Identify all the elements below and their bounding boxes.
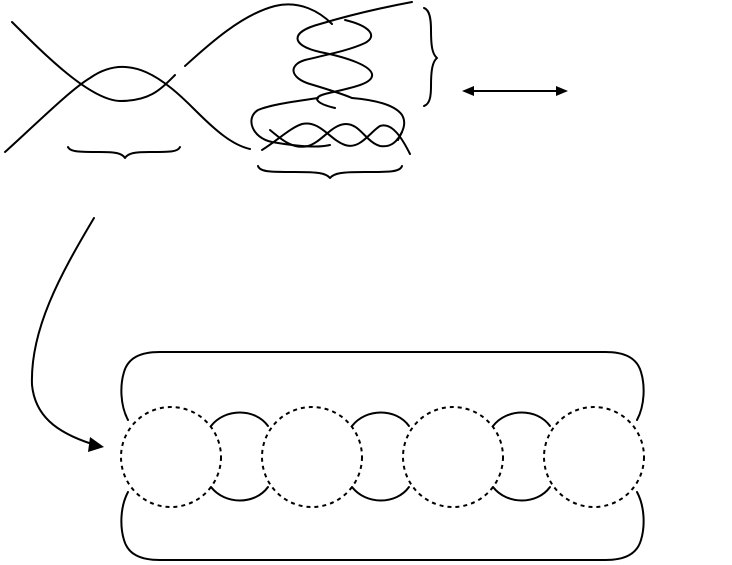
- dashed-circle-1: [120, 406, 222, 508]
- left-strand-ascending: [4, 65, 251, 153]
- twist-outer-loop: [250, 97, 331, 148]
- connector-top-1: [210, 411, 269, 427]
- left-clasp: [4, 3, 333, 159]
- connector-bottom-1: [210, 486, 269, 502]
- twist-region: [250, 1, 438, 179]
- double-headed-arrow: [462, 86, 568, 96]
- connector-top-3: [492, 411, 551, 427]
- dashed-circle-4: [543, 406, 645, 508]
- vertical-twist-strand-b: [292, 19, 372, 99]
- double-arrow-left-head: [462, 86, 474, 96]
- connector-top-2: [351, 411, 410, 427]
- bottom-horizontal-brace: [257, 165, 403, 179]
- horizontal-twist-strand-a: [261, 122, 411, 155]
- vertical-twist-strand-a: [296, 1, 413, 109]
- double-arrow-right-head: [556, 86, 568, 96]
- dashed-circle-2: [261, 406, 363, 508]
- dashed-circle-3: [402, 406, 504, 508]
- right-vertical-brace: [423, 7, 438, 107]
- left-strand-to-twist: [184, 3, 333, 67]
- left-bottom-brace: [67, 146, 181, 159]
- connector-bottom-3: [492, 486, 551, 502]
- curved-arrow: [30, 217, 104, 452]
- curved-arrow-head: [88, 437, 104, 452]
- band-bottom-outline: [120, 491, 645, 561]
- left-strand-descending: [11, 21, 176, 102]
- bottom-band: [120, 351, 645, 561]
- connector-bottom-2: [351, 486, 410, 502]
- horizontal-twist-strand-b: [269, 123, 403, 148]
- band-top-outline: [120, 351, 645, 421]
- curved-arrow-shaft: [30, 217, 95, 445]
